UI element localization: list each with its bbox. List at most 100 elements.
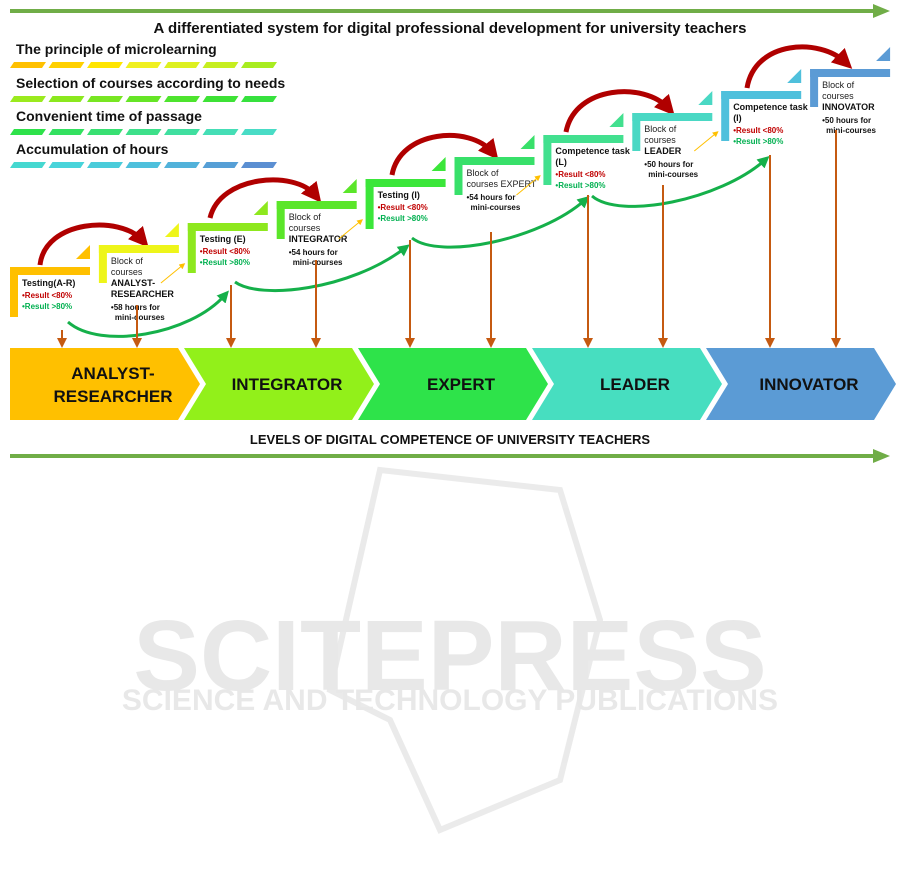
step-l4: RESEARCHER (111, 289, 175, 299)
stripe (10, 96, 46, 102)
step-l2: courses (111, 267, 143, 277)
stripe (48, 129, 85, 135)
stripe (10, 62, 46, 68)
corner-triangle (876, 47, 891, 61)
level-chevron: INTEGRATOR (184, 348, 374, 420)
stripe (48, 96, 85, 102)
level-chevron: EXPERT (358, 348, 548, 420)
principle-label: Convenient time of passage (16, 108, 202, 124)
step-l2: courses (644, 135, 676, 145)
step-h2: mini-courses (826, 126, 876, 135)
step-box: Testing (I)•Result <80%•Result >80% (365, 157, 446, 229)
stripe (48, 62, 85, 68)
level-label: RESEARCHER (53, 387, 172, 406)
step-l3: INTEGRATOR (289, 234, 348, 244)
stripe (241, 162, 277, 168)
step-l1: Block of (822, 80, 855, 90)
step-l2: courses (822, 91, 854, 101)
step-r1: •Result <80% (555, 170, 605, 179)
stripe (202, 129, 239, 135)
step-l1: Block of (644, 124, 677, 134)
step-box: Competence task(L)•Result <80%•Result >8… (543, 113, 631, 190)
step-l2: (L) (555, 157, 567, 167)
watermark: SCITEPRESS SCIENCE AND TECHNOLOGY PUBLIC… (122, 466, 778, 834)
step-h2: mini-courses (115, 313, 165, 322)
level-chevron: LEADER (532, 348, 722, 420)
step-r1: •Result <80% (733, 126, 783, 135)
step-l1: Competence task (733, 102, 809, 112)
stripe (202, 96, 239, 102)
step-r2: •Result >80% (555, 181, 605, 190)
step-h1: •58 hours for (111, 303, 160, 312)
step-l3: LEADER (644, 146, 682, 156)
corner-triangle (431, 157, 446, 171)
step-r2: •Result >80% (733, 137, 783, 146)
principle-label: Selection of courses according to needs (16, 75, 285, 91)
green-arcs (67, 156, 770, 338)
step-h1: •50 hours for (822, 116, 871, 125)
principle-label: Accumulation of hours (16, 141, 169, 157)
step-box: Testing(A-R)•Result <80%•Result >80% (10, 245, 90, 317)
step-l1: Testing (E) (200, 234, 246, 244)
step-r2: •Result >80% (200, 258, 250, 267)
step-box: Testing (E) •Result <80% •Result >80% (187, 201, 268, 273)
diagram-title: A differentiated system for digital prof… (154, 20, 747, 37)
stripe (164, 162, 200, 168)
principles-legend: The principle of microlearning Selection… (16, 41, 285, 157)
stripe (87, 162, 123, 168)
step-l3: INNOVATOR (822, 102, 875, 112)
step-h1: •50 hours for (644, 160, 693, 169)
principle-stripes (10, 62, 277, 168)
stripe (125, 162, 162, 168)
step-h2: mini-courses (471, 203, 521, 212)
stripe (241, 62, 277, 68)
stripe (241, 129, 277, 135)
yellow-arrow (160, 263, 186, 284)
level-label: INNOVATOR (759, 375, 858, 394)
corner-triangle (164, 223, 179, 237)
corner-triangle (787, 69, 802, 83)
watermark-subtext: SCIENCE AND TECHNOLOGY PUBLICATIONS (122, 684, 778, 717)
bottom-arrow (10, 449, 890, 463)
level-label: LEADER (600, 375, 670, 394)
top-arrow (10, 4, 890, 18)
step-r2: •Result >80% (378, 214, 428, 223)
stripe (87, 62, 123, 68)
yellow-arrow (693, 131, 719, 152)
corner-triangle (609, 113, 624, 127)
stripe (48, 162, 85, 168)
level-chevron: INNOVATOR (706, 348, 896, 420)
step-h1: •54 hours for (289, 248, 338, 257)
step-r1: •Result <80% (200, 247, 250, 256)
corner-triangle (76, 245, 90, 259)
principle-label: The principle of microlearning (16, 41, 217, 57)
step-l1: Testing (I) (378, 190, 420, 200)
step-box: Competence task(I) •Result <80% •Result >8… (721, 69, 809, 146)
red-arcs (37, 44, 853, 266)
step-l1: Block of (111, 256, 144, 266)
levels-caption: LEVELS OF DIGITAL COMPETENCE OF UNIVERSI… (250, 432, 650, 447)
step-h2: mini-courses (293, 258, 343, 267)
step-h1: •54 hours for (467, 193, 516, 202)
stripe (164, 96, 200, 102)
stripe (241, 96, 277, 102)
stripe (202, 162, 239, 168)
level-label: INTEGRATOR (232, 375, 343, 394)
corner-triangle (342, 179, 357, 193)
stripe (87, 96, 123, 102)
step-h2: mini-courses (648, 170, 698, 179)
stripe (10, 162, 46, 168)
corner-triangle (253, 201, 268, 215)
corner-triangle (520, 135, 535, 149)
stripe (202, 62, 239, 68)
step-l1: Block of (289, 212, 322, 222)
yellow-arrow (516, 175, 541, 196)
step-l2: (I) (733, 113, 742, 123)
stripe (87, 129, 123, 135)
down-arrows (57, 130, 841, 348)
step-l1: Testing(A-R) (22, 278, 75, 288)
stripe (164, 129, 200, 135)
